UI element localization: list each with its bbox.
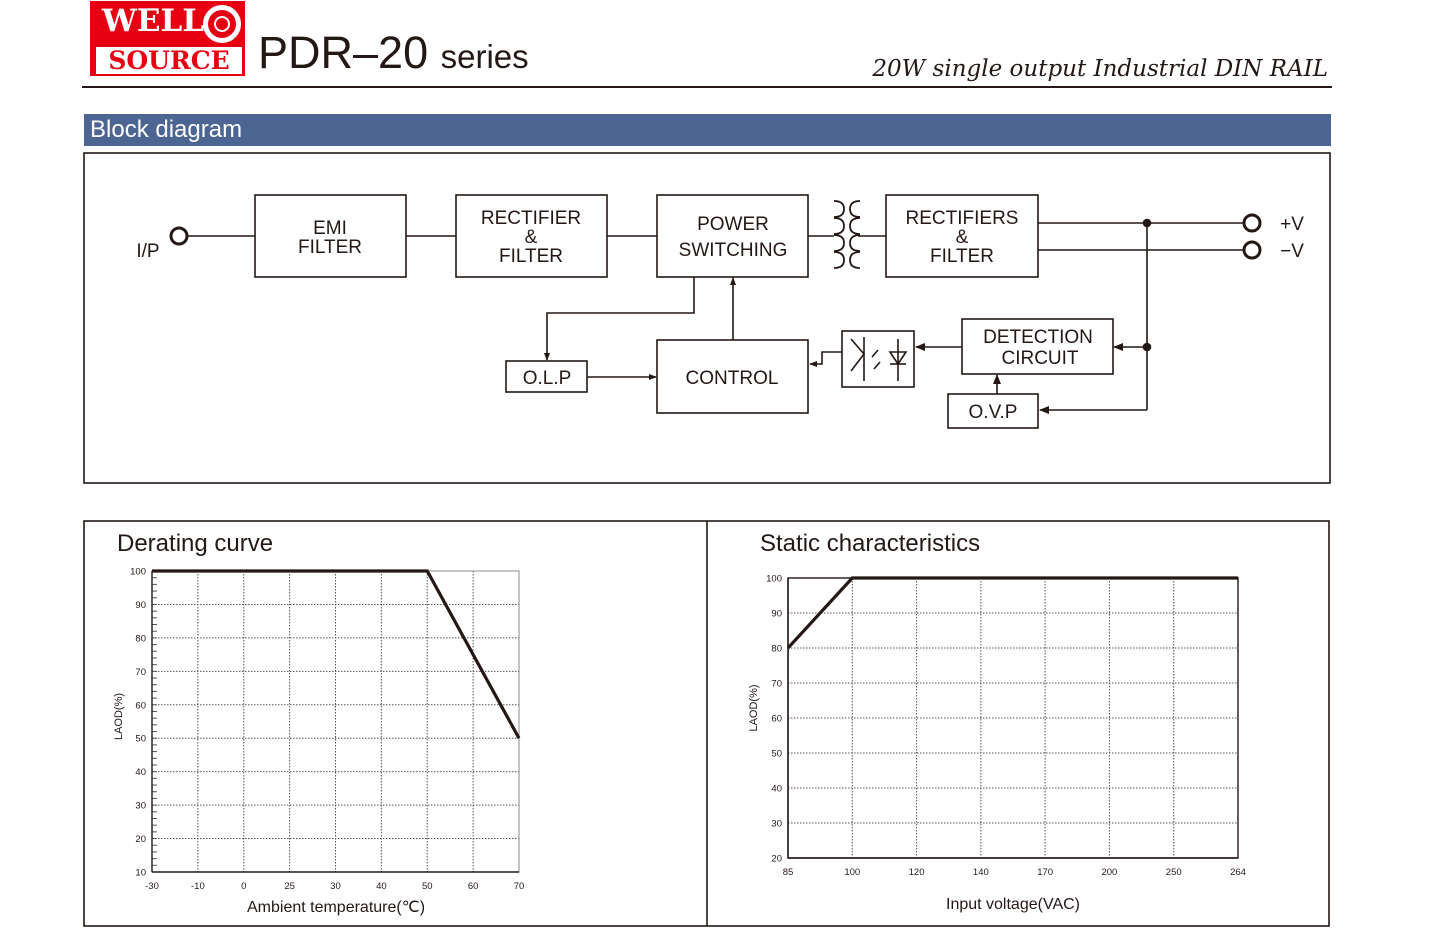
- series-line: [786, 576, 1238, 650]
- y-tick-label: 50: [135, 734, 146, 745]
- x-axis-label: Input voltage(VAC): [946, 896, 1080, 913]
- x-tick-label: 170: [1037, 867, 1053, 878]
- derating-chart: -30 -10 0 25 30 40 50 60 70 100 90 80 70 60 50 40 30 20 10…: [113, 567, 524, 917]
- logo-ring-icon: [203, 5, 241, 43]
- y-axis-label: LAOD(%): [113, 693, 125, 740]
- output-neg-label: −V: [1280, 241, 1304, 262]
- y-tick-label: 100: [766, 574, 782, 585]
- section-title: Block diagram: [90, 116, 243, 143]
- block-label: &: [956, 227, 969, 248]
- wires: [187, 222, 1244, 414]
- x-tick-label: -30: [145, 881, 159, 892]
- input-label: I/P: [136, 241, 159, 262]
- block-label: RECTIFIER: [481, 208, 581, 229]
- page-title: PDR–20 series: [258, 28, 529, 82]
- block-label: O.V.P: [969, 402, 1018, 423]
- block-label: CONTROL: [686, 368, 779, 389]
- block-label: FILTER: [298, 237, 362, 258]
- y-tick-label: 90: [771, 609, 782, 620]
- x-tick-label: 70: [514, 881, 525, 892]
- x-tick-label: 250: [1166, 867, 1182, 878]
- ovp-block: O.V.P: [947, 393, 1039, 429]
- y-tick-label: 30: [135, 801, 146, 812]
- x-tick-label: -10: [191, 881, 205, 892]
- rectifier-filter-block: RECTIFIER & FILTER: [455, 194, 608, 278]
- static-characteristics-chart: 85 100 120 140 170 200 250 264 100 90 80 70 60 50 40 30…: [748, 574, 1246, 914]
- y-tick-label: 70: [771, 679, 782, 690]
- x-tick-label: 140: [973, 867, 989, 878]
- x-tick-label: 25: [284, 881, 295, 892]
- y-tick-label: 20: [771, 854, 782, 865]
- olp-block: O.L.P: [505, 360, 588, 393]
- x-tick-label: 100: [844, 867, 860, 878]
- y-tick-label: 100: [130, 567, 146, 578]
- y-tick-label: 80: [135, 633, 146, 644]
- y-tick-label: 60: [135, 700, 146, 711]
- junction-dot: [1142, 342, 1152, 352]
- block-label: SWITCHING: [679, 240, 788, 261]
- product-subtitle: 20W single output Industrial DIN RAIL: [872, 56, 1328, 82]
- series-label: series: [440, 38, 529, 75]
- y-tick-label: 70: [135, 667, 146, 678]
- rectifiers-filter-block: RECTIFIERS & FILTER: [885, 194, 1039, 278]
- y-tick-label: 30: [771, 819, 782, 830]
- model-name: PDR–20: [258, 27, 429, 78]
- block-label: FILTER: [930, 246, 994, 267]
- section-header: Block diagram: [84, 114, 1331, 146]
- x-tick-label: 120: [909, 867, 925, 878]
- control-block: CONTROL: [656, 339, 809, 414]
- logo-text-well: WELL: [102, 3, 205, 39]
- x-tick-label: 40: [376, 881, 387, 892]
- y-tick-label: 40: [771, 784, 782, 795]
- output-pos-terminal-icon: [1242, 213, 1262, 233]
- power-switching-block: POWER SWITCHING: [656, 194, 809, 278]
- x-tick-label: 30: [330, 881, 341, 892]
- block-label: O.L.P: [523, 368, 572, 389]
- block-label: CIRCUIT: [1001, 348, 1078, 369]
- block-label: DETECTION: [983, 327, 1093, 348]
- block-label: EMI: [313, 218, 347, 239]
- transformer-icon: [833, 200, 861, 269]
- emi-filter-block: EMI FILTER: [254, 194, 407, 278]
- block-label: POWER: [697, 214, 769, 235]
- y-tick-label: 60: [771, 714, 782, 725]
- x-axis-label: Ambient temperature(℃): [247, 899, 425, 916]
- input-terminal-icon: [169, 226, 189, 246]
- header-divider: [82, 86, 1332, 88]
- logo-text-source: SOURCE: [96, 47, 242, 74]
- block-label: FILTER: [499, 246, 563, 267]
- y-tick-label: 40: [135, 767, 146, 778]
- y-tick-label: 90: [135, 600, 146, 611]
- derating-chart-title: Derating curve: [117, 530, 274, 557]
- x-tick-label: 0: [241, 881, 246, 892]
- junction-dot: [1142, 218, 1152, 228]
- y-tick-label: 50: [771, 749, 782, 760]
- y-tick-label: 20: [135, 834, 146, 845]
- x-tick-label: 50: [422, 881, 433, 892]
- x-tick-label: 60: [468, 881, 479, 892]
- optocoupler-icon: [841, 330, 915, 388]
- x-tick-label: 200: [1101, 867, 1117, 878]
- static-chart-title: Static characteristics: [760, 530, 981, 557]
- x-tick-label: 264: [1230, 867, 1246, 878]
- block-diagram-frame: [83, 152, 1331, 484]
- y-tick-label: 80: [771, 644, 782, 655]
- block-label: RECTIFIERS: [906, 208, 1019, 229]
- output-neg-terminal-icon: [1242, 240, 1262, 260]
- output-pos-label: +V: [1280, 214, 1304, 235]
- x-tick-label: 85: [783, 867, 794, 878]
- detection-circuit-block: DETECTION CIRCUIT: [961, 318, 1114, 375]
- y-tick-label: 10: [135, 868, 146, 879]
- block-label: &: [525, 227, 538, 248]
- brand-logo: WELL SOURCE: [90, 1, 245, 76]
- series-line: [152, 569, 521, 739]
- y-axis-label: LAOD(%): [748, 684, 760, 731]
